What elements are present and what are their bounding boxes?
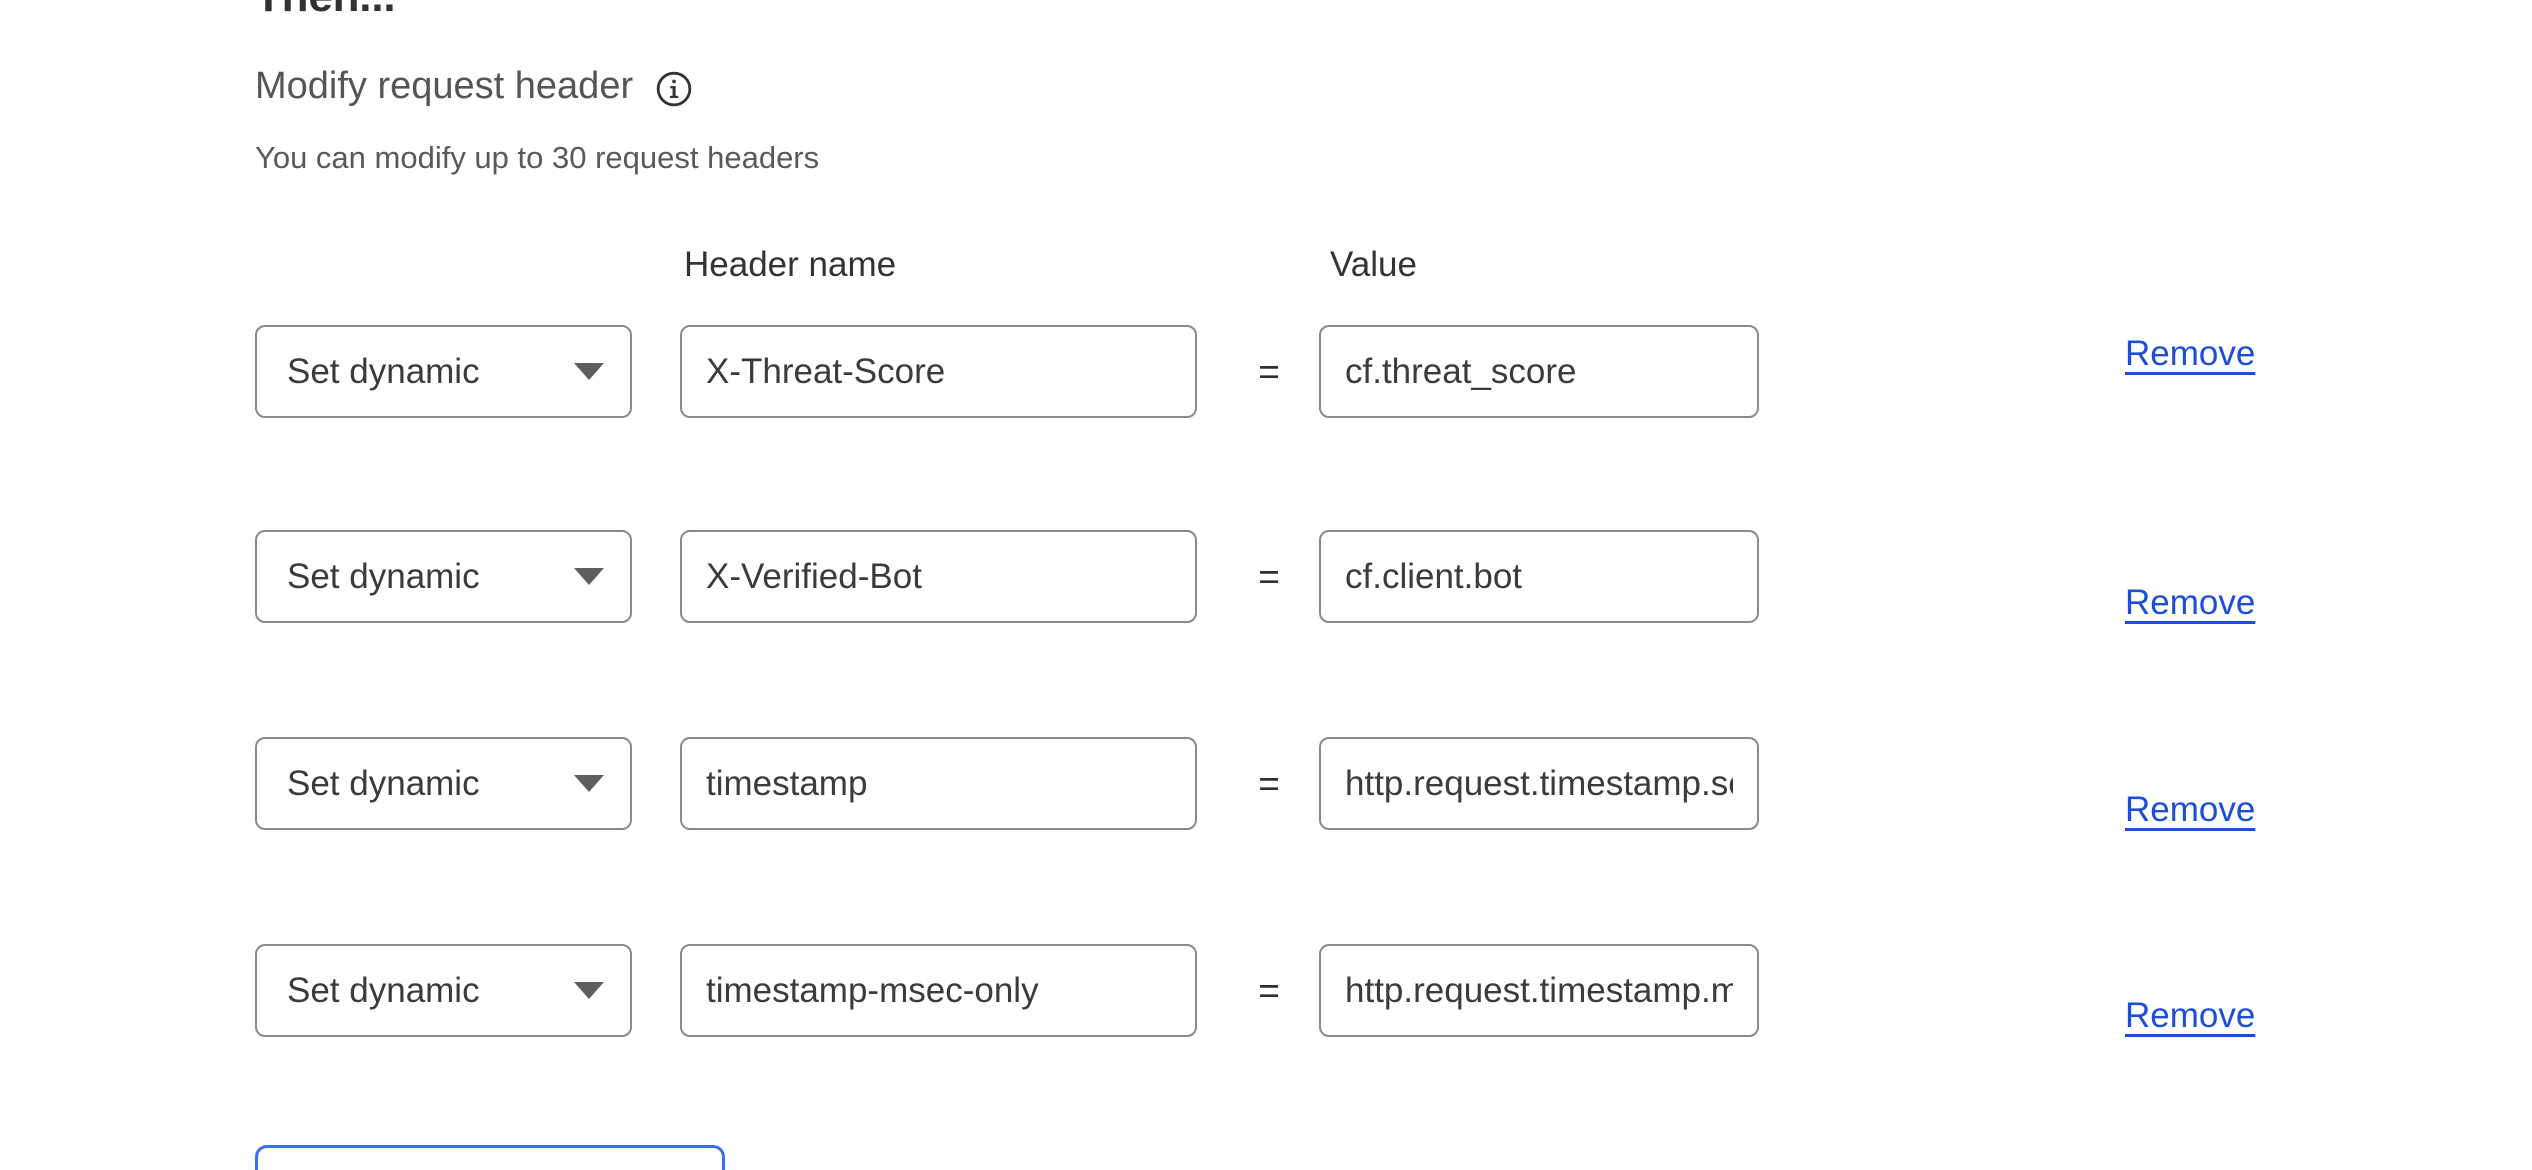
header-name-input-value: timestamp-msec-only [706, 970, 1039, 1010]
equals-symbol: = [1258, 555, 1280, 597]
header-name-input-value: X-Verified-Bot [706, 556, 922, 596]
header-name-input-value: X-Threat-Score [706, 351, 946, 391]
column-header-header-name: Header name [684, 245, 897, 284]
header-rule-row: Set dynamic X-Threat-Score = cf.threat_s… [0, 325, 2532, 425]
action-select[interactable]: Set dynamic [255, 944, 632, 1037]
column-header-value: Value [1330, 245, 1417, 284]
header-rule-row: Set dynamic timestamp-msec-only = http.r… [0, 944, 2532, 1044]
remove-header-link[interactable]: Remove [2125, 334, 2256, 373]
header-value-input[interactable]: http.request.timestamp.msec [1319, 944, 1759, 1037]
header-value-input-value: http.request.timestamp.sec [1345, 763, 1733, 803]
header-value-input[interactable]: http.request.timestamp.sec [1319, 737, 1759, 830]
header-value-input[interactable]: cf.threat_score [1319, 325, 1759, 418]
header-rule-row: Set dynamic X-Verified-Bot = cf.client.b… [0, 530, 2532, 630]
header-name-input-value: timestamp [706, 763, 868, 803]
equals-symbol: = [1258, 969, 1280, 1011]
chevron-down-icon [574, 775, 604, 792]
action-select-label: Set dynamic [287, 970, 480, 1010]
chevron-down-icon [574, 982, 604, 999]
remove-header-link[interactable]: Remove [2125, 996, 2256, 1035]
chevron-down-icon [574, 568, 604, 585]
header-value-input-value: http.request.timestamp.msec [1345, 970, 1733, 1010]
equals-symbol: = [1258, 762, 1280, 804]
action-select[interactable]: Set dynamic [255, 325, 632, 418]
action-select-label: Set dynamic [287, 763, 480, 803]
equals-symbol: = [1258, 350, 1280, 392]
remove-header-link[interactable]: Remove [2125, 583, 2256, 622]
header-value-input-value: cf.client.bot [1345, 556, 1523, 596]
chevron-down-icon [574, 363, 604, 380]
header-name-input[interactable]: timestamp [680, 737, 1197, 830]
modify-request-header-label: Modify request header [255, 65, 634, 107]
add-header-button[interactable] [255, 1145, 725, 1170]
action-select[interactable]: Set dynamic [255, 530, 632, 623]
page-title: Then... [255, 0, 396, 22]
helper-text: You can modify up to 30 request headers [255, 140, 820, 175]
header-name-input[interactable]: timestamp-msec-only [680, 944, 1197, 1037]
header-name-input[interactable]: X-Threat-Score [680, 325, 1197, 418]
action-select-label: Set dynamic [287, 556, 480, 596]
field-label-row: Modify request header [255, 65, 693, 109]
header-name-input[interactable]: X-Verified-Bot [680, 530, 1197, 623]
header-value-input-value: cf.threat_score [1345, 351, 1577, 391]
header-value-input[interactable]: cf.client.bot [1319, 530, 1759, 623]
action-select[interactable]: Set dynamic [255, 737, 632, 830]
header-rule-row: Set dynamic timestamp = http.request.tim… [0, 737, 2532, 837]
info-circle-icon[interactable] [655, 70, 693, 108]
remove-header-link[interactable]: Remove [2125, 790, 2256, 829]
action-select-label: Set dynamic [287, 351, 480, 391]
